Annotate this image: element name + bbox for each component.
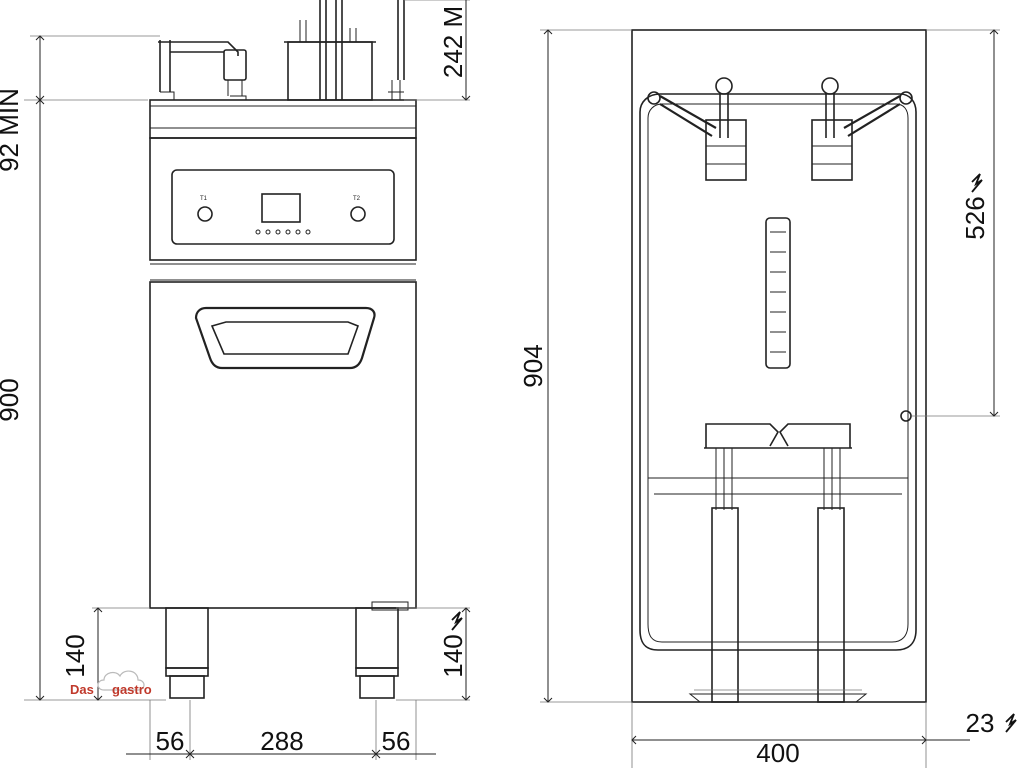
oil-tank: [639, 93, 917, 651]
cabinet-door: [149, 281, 417, 609]
legs: [165, 607, 399, 699]
control-block: [149, 137, 417, 261]
dim-400: 400: [756, 738, 799, 768]
panel-buttons: [255, 229, 311, 235]
knob-right: [350, 206, 366, 222]
lightning-bolt-icon: [451, 611, 463, 631]
side-outer-body: [631, 29, 927, 703]
dim-92-min: 92 MIN: [0, 88, 24, 172]
lightning-bolt-icon: [1005, 713, 1017, 733]
basket-hooks: [647, 77, 913, 181]
sensor-port: [900, 410, 912, 422]
watermark-text-das: Das: [70, 682, 94, 697]
dim-900: 900: [0, 378, 24, 421]
cloud-logo-icon: [97, 670, 145, 691]
basket-lower: [688, 423, 868, 703]
panel-label-t1: T1: [200, 196, 208, 202]
panel-label-t2: T2: [353, 196, 361, 202]
dim-288: 288: [260, 726, 303, 756]
dim-56-left: 56: [156, 726, 185, 756]
dim-23: 23: [966, 708, 995, 738]
front-dimensions: [24, 0, 471, 760]
display-screen: [261, 193, 301, 223]
basket-handles-top: [284, 0, 405, 101]
watermark-logo: Das gastro: [70, 670, 152, 697]
dim-56-right: 56: [382, 726, 411, 756]
heating-element: [765, 217, 791, 369]
dim-140-left: 140: [60, 634, 90, 677]
side-dimensions: [540, 29, 1000, 768]
side-view: 904 526 400 23: [518, 29, 1017, 768]
dim-140-right: 140: [438, 634, 468, 677]
knob-left: [197, 206, 213, 222]
dim-904: 904: [518, 344, 548, 387]
drain-tap-accessory: [158, 40, 247, 100]
lightning-bolt-icon: [971, 173, 983, 193]
front-view: T1 T2: [0, 0, 471, 760]
door-handle: [194, 306, 376, 370]
watermark-text-gastro: gastro: [112, 682, 152, 697]
control-panel: [171, 169, 395, 245]
dim-242-max: 242 M: [438, 6, 468, 78]
dim-526: 526: [960, 196, 990, 239]
